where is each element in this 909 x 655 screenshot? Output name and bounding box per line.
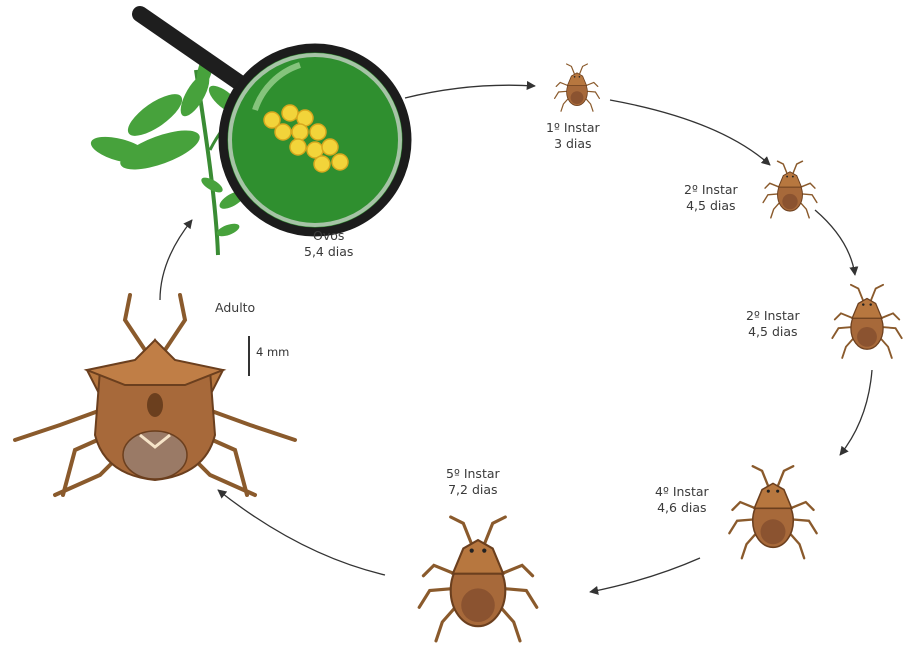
stage-name: 5º Instar <box>446 466 500 482</box>
stink-bug-icon <box>15 295 295 495</box>
arrow-instar4-to-instar5 <box>590 558 700 592</box>
arrow-instar2a-to-instar2b <box>815 210 855 275</box>
label-instar2b: 2º Instar 4,5 dias <box>746 308 800 340</box>
label-instar1: 1º Instar 3 dias <box>546 120 600 152</box>
stage-name: 1º Instar <box>546 120 600 136</box>
stage-duration: 7,2 dias <box>446 482 500 498</box>
arrow-instar2b-to-instar4 <box>840 370 872 455</box>
stage-name: Ovos <box>304 228 353 244</box>
stink-bug-icon <box>419 517 537 641</box>
scale-bar <box>248 336 250 376</box>
label-eggs: Ovos 5,4 dias <box>304 228 353 260</box>
arrow-adult-to-eggs <box>160 220 192 300</box>
scale-bar-label: 4 mm <box>256 345 289 359</box>
stage-duration: 4,5 dias <box>684 198 738 214</box>
stage-name: Adulto <box>215 300 255 316</box>
arrow-instar5-to-adult <box>218 490 385 575</box>
label-instar5: 5º Instar 7,2 dias <box>446 466 500 498</box>
arrow-instar1-to-instar2a <box>610 100 770 165</box>
stink-bug-icon <box>763 161 817 218</box>
stage-duration: 3 dias <box>546 136 600 152</box>
arrow-eggs-to-instar1 <box>405 85 535 98</box>
magnifying-glass-icon <box>140 14 407 232</box>
label-instar4: 4º Instar 4,6 dias <box>655 484 709 516</box>
stage-duration: 5,4 dias <box>304 244 353 260</box>
stage-name: 2º Instar <box>746 308 800 324</box>
stage-name: 4º Instar <box>655 484 709 500</box>
stink-bug-icon <box>555 64 600 111</box>
stage-duration: 4,6 dias <box>655 500 709 516</box>
label-adult: Adulto <box>215 300 255 316</box>
stage-duration: 4,5 dias <box>746 324 800 340</box>
stink-bug-icon <box>832 285 901 358</box>
label-instar2a: 2º Instar 4,5 dias <box>684 182 738 214</box>
stink-bug-icon <box>729 466 816 558</box>
stage-name: 2º Instar <box>684 182 738 198</box>
